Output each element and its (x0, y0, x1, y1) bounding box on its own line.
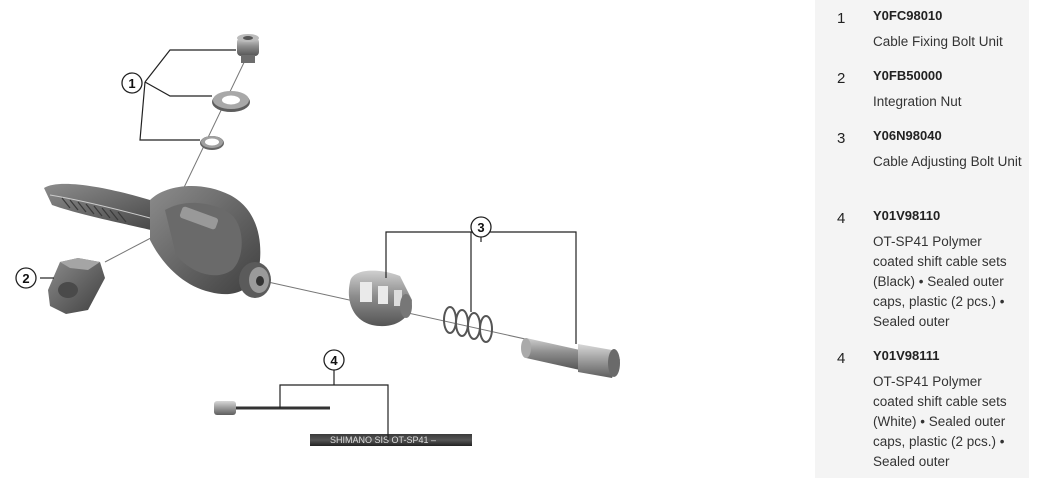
part-code: Y06N98040 (873, 128, 942, 143)
part-number: 4 (837, 350, 846, 367)
cable-print-text: SHIMANO SIS OT-SP41 – (330, 435, 436, 445)
callout-3: 3 (470, 216, 492, 238)
assembly-axis-line (177, 49, 251, 201)
svg-text:1: 1 (128, 76, 135, 91)
callout-1: 1 (121, 72, 143, 94)
part-code: Y0FB50000 (873, 68, 943, 83)
svg-text:4: 4 (330, 353, 338, 368)
inner-shift-cable (214, 401, 330, 415)
svg-text:3: 3 (477, 220, 484, 235)
part-number: 2 (837, 70, 846, 87)
part-number: 1 (837, 10, 846, 27)
shifter-lever (44, 183, 271, 298)
part-description: OT-SP41 Polymer coated shift cable sets … (873, 234, 1007, 329)
part-number: 4 (837, 210, 846, 227)
exploded-parts-diagram: SHIMANO SIS OT-SP41 – 1 2 3 4 (15, 34, 621, 446)
parts-list-panel: 1 Y0FC98010 Cable Fixing Bolt Unit 2 Y0F… (815, 0, 1029, 478)
adjusting-spring (443, 306, 493, 343)
washer-small (200, 136, 224, 150)
part-number: 3 (837, 130, 846, 147)
callout-4: 4 (323, 349, 345, 371)
cable-adjusting-barrel (348, 270, 412, 327)
integration-washer-large (212, 91, 250, 112)
part-code: Y01V98110 (873, 208, 941, 223)
outer-cable-housing: SHIMANO SIS OT-SP41 – (310, 434, 472, 446)
callout-2: 2 (15, 267, 37, 289)
part-description: OT-SP41 Polymer coated shift cable sets … (873, 374, 1007, 469)
svg-text:2: 2 (22, 271, 29, 286)
part-code: Y0FC98010 (873, 8, 943, 23)
callout-leaders (40, 49, 577, 440)
cable-fixing-bolt (237, 34, 259, 63)
part-description: Cable Fixing Bolt Unit (873, 34, 1003, 49)
part-description: Cable Adjusting Bolt Unit (873, 154, 1022, 169)
integration-nut (48, 258, 105, 314)
part-code: Y01V98111 (873, 348, 940, 363)
part-description: Integration Nut (873, 94, 962, 109)
cable-adjusting-bolt (521, 338, 620, 378)
